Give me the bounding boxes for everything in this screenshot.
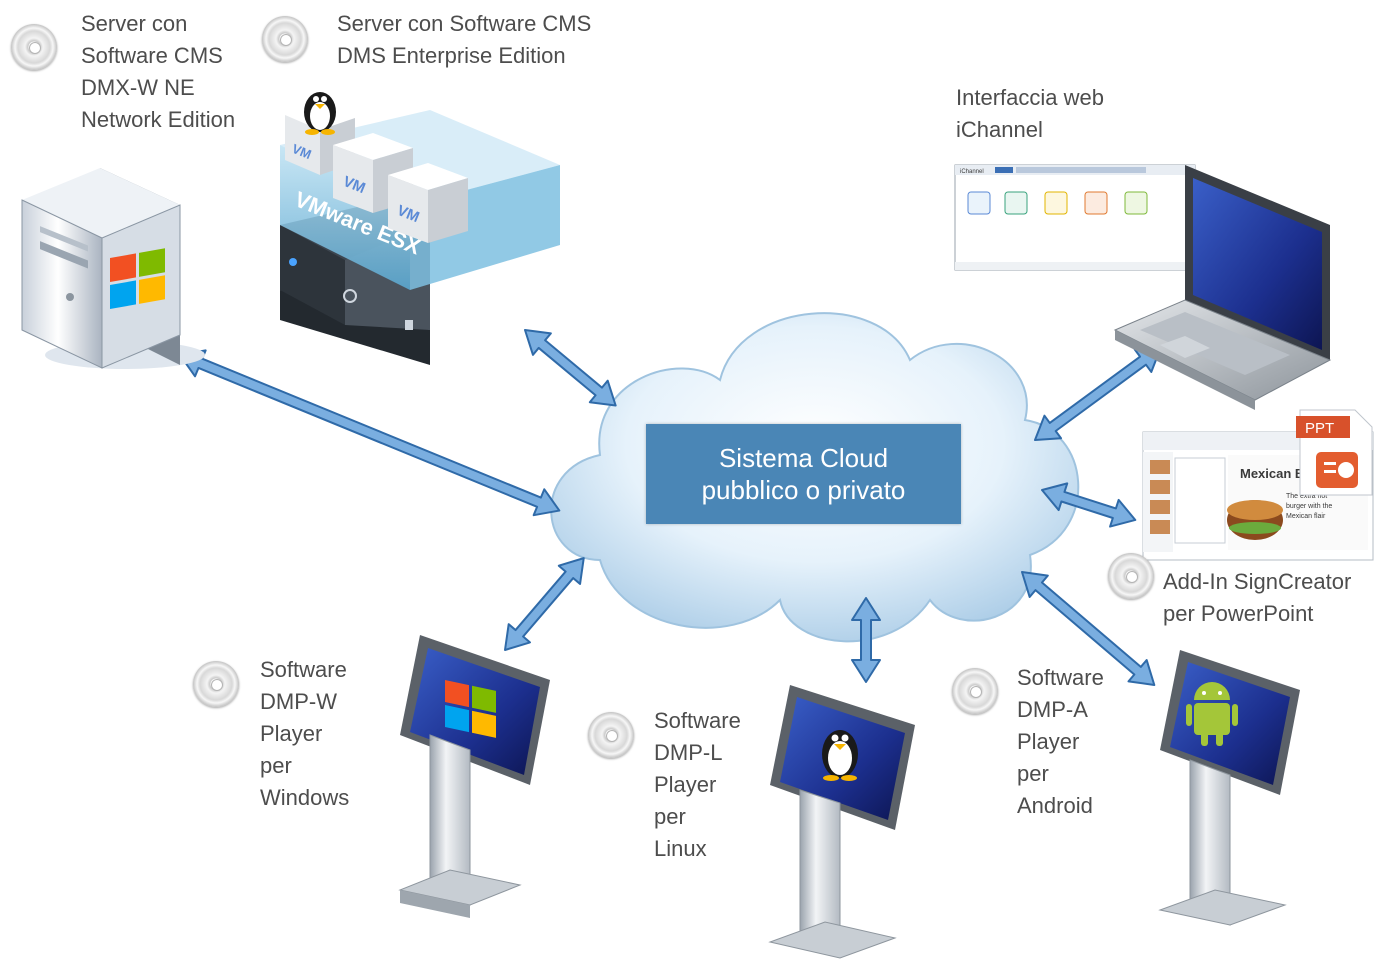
cd-icon [588, 712, 634, 758]
linux-tux-icon [822, 730, 858, 781]
label-web-interface: Interfaccia web iChannel [956, 85, 1104, 142]
cd-icon [11, 24, 57, 70]
cd-icon [1108, 553, 1154, 599]
cd-icon [193, 661, 239, 707]
label-player-android: Software DMP-A Player per Android [1017, 665, 1104, 818]
label-server-windows: Server con Software CMS DMX-W NE Network… [81, 11, 236, 132]
server-tower-icon [21, 168, 205, 369]
laptop-icon [1113, 165, 1332, 410]
svg-text:PPT: PPT [1305, 420, 1334, 437]
arrow-server-vmware [524, 329, 617, 407]
label-powerpoint: Add-In SignCreator per PowerPoint [1163, 569, 1352, 626]
slide-caption: The extra hot burger with the Mexican fl… [1286, 493, 1334, 520]
windows-logo-icon [445, 680, 496, 738]
android-robot-icon [1186, 682, 1238, 746]
web-window-title: iChannel [960, 169, 984, 175]
cloud-title: Sistema Cloud pubblico o privato [646, 424, 961, 524]
label-server-vmware: Server con Software CMS DMS Enterprise E… [337, 11, 592, 68]
powerpoint-screenshot: Mexican Burg The extra hot burger with t… [1142, 409, 1374, 561]
cd-icon [262, 16, 308, 62]
web-app-icons [967, 191, 1148, 215]
web-interface-screenshot: iChannel [954, 164, 1196, 271]
svg-text:VM: VM [290, 141, 314, 162]
arrow-server-windows [179, 349, 561, 517]
linux-tux-icon [304, 92, 336, 135]
arrow-player-linux [851, 597, 881, 683]
label-player-linux: Software DMP-L Player per Linux [654, 708, 741, 861]
arrow-player-android [1021, 571, 1156, 687]
arrows [179, 329, 1162, 687]
kiosk-linux-icon [768, 685, 915, 959]
arrow-player-windows [504, 557, 585, 651]
kiosk-android-icon [1158, 650, 1300, 926]
ppt-file-icon: PPT [1296, 409, 1373, 496]
windows-logo-icon [110, 248, 165, 309]
cd-icon [952, 668, 998, 714]
arrow-powerpoint [1041, 482, 1137, 528]
vm-cube-3: VM [388, 163, 468, 243]
label-player-windows: Software DMP-W Player per Windows [260, 657, 350, 810]
kiosk-windows-icon [398, 635, 550, 918]
vmware-server-icon: VMware ESX VM VM VM [280, 92, 560, 365]
